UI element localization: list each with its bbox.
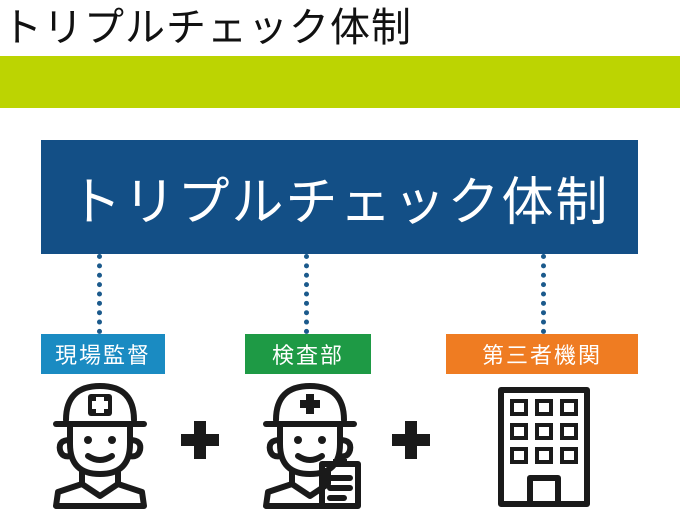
main-title-box: トリプルチェック体制: [41, 140, 638, 254]
connector-line-2: [304, 254, 309, 334]
label-site-supervisor: 現場監督: [41, 334, 165, 374]
label-third-party: 第三者機関: [446, 334, 638, 374]
office-building-icon: [498, 387, 590, 507]
worker-helmet-icon: [53, 383, 147, 509]
label-inspection-dept-text: 検査部: [271, 344, 344, 369]
label-inspection-dept: 検査部: [245, 334, 371, 374]
label-third-party-text: 第三者機関: [481, 344, 602, 369]
main-title-text: トリプルチェック体制: [69, 172, 610, 233]
connector-line-1: [97, 254, 102, 334]
inspector-clipboard-icon: [263, 383, 361, 509]
page-title: トリプルチェック体制: [2, 5, 412, 51]
title-underline-bar: [0, 56, 680, 108]
plus-icon: [392, 421, 430, 459]
connector-line-3: [541, 254, 546, 334]
plus-icon: [181, 421, 219, 459]
label-site-supervisor-text: 現場監督: [54, 344, 151, 369]
